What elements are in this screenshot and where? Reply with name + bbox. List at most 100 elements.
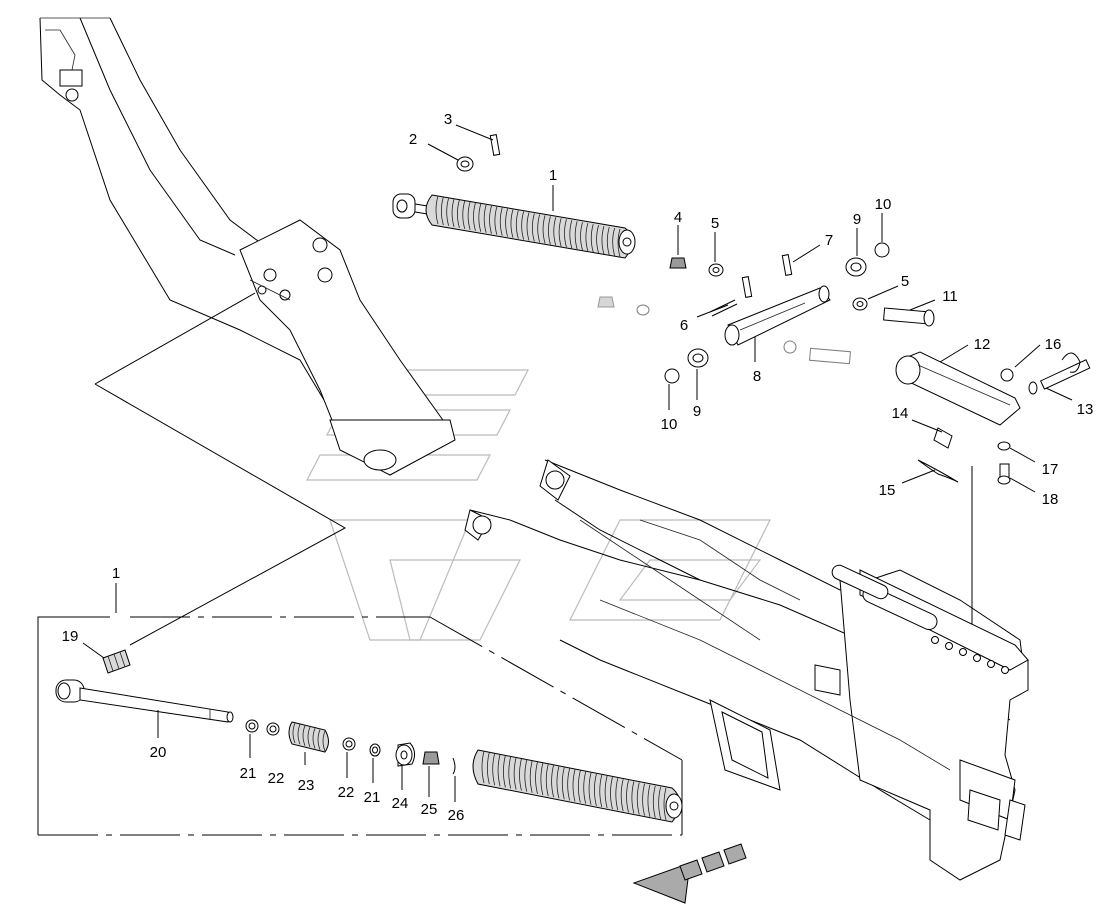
callout-5-upper: 5: [711, 215, 719, 232]
callout-3: 3: [444, 111, 452, 128]
spring-top: [392, 193, 636, 259]
spring-coil: [604, 775, 608, 809]
lower-main-frame: [464, 459, 1029, 881]
spring-coil: [322, 730, 326, 752]
spring-coil: [564, 219, 567, 248]
callout-16: 16: [1045, 336, 1062, 353]
spring-coil: [588, 772, 592, 805]
spring-coil: [620, 779, 624, 812]
frame-hole: [987, 660, 995, 668]
spring-coil: [585, 223, 589, 252]
frame-hole: [959, 648, 967, 656]
pivot-hardware: [456, 134, 935, 384]
spring-coil: [663, 787, 667, 821]
spring-coil: [601, 225, 605, 255]
spring-coil: [596, 225, 599, 254]
spring-coil: [292, 722, 296, 744]
callout-26: 26: [448, 807, 465, 824]
callout-10-lower: 10: [661, 416, 678, 433]
spring-coil: [446, 197, 450, 227]
spring-coil: [529, 760, 533, 793]
frame-hole: [931, 636, 939, 644]
spring-coil: [302, 725, 306, 746]
spring-coil: [594, 773, 597, 806]
callout-14: 14: [892, 405, 909, 422]
callout-1-top: 1: [549, 167, 557, 184]
spring-coil: [312, 728, 316, 749]
callout-5-lower: 5: [901, 273, 909, 290]
spring-coil: [519, 758, 522, 791]
spring-coil: [505, 208, 508, 237]
spring-coil: [535, 761, 538, 794]
callout-2: 2: [409, 131, 417, 148]
spring-coil: [626, 780, 629, 813]
spring-coil: [647, 784, 651, 817]
spring-coil: [473, 202, 476, 231]
spring-coil: [558, 218, 562, 247]
spring-coil: [642, 783, 645, 816]
callout-21-left: 21: [240, 765, 257, 782]
callout-1-detail: 1: [112, 565, 120, 582]
spring-coil: [572, 769, 576, 802]
spring-coil: [580, 222, 583, 251]
spring-coil: [486, 751, 490, 785]
spring-coil: [556, 766, 560, 799]
spring-coil: [652, 785, 656, 818]
callout-15: 15: [879, 482, 896, 499]
spring-coil: [574, 221, 578, 250]
callout-9-upper: 9: [853, 211, 861, 228]
spring-coil: [510, 209, 514, 238]
spring-coil: [483, 204, 487, 233]
spring-coil: [494, 206, 498, 235]
spring-coil: [606, 226, 610, 256]
direction-arrow: [632, 843, 747, 904]
spring-coil: [636, 782, 640, 815]
callout-25: 25: [421, 801, 438, 818]
frame-hole: [973, 654, 981, 662]
callout-23: 23: [298, 777, 315, 794]
callout-24: 24: [392, 795, 409, 812]
callout-12: 12: [974, 336, 991, 353]
spring-detail-parts: [55, 649, 683, 823]
callout-19: 19: [62, 628, 79, 645]
callout-labels: 1 2 3 4 5 5 6 7 8 9 9 10 10 11 12 13 14 …: [62, 111, 1094, 824]
spring-coil: [307, 726, 311, 748]
spring-coil: [537, 214, 541, 243]
spring-coil: [499, 207, 503, 236]
spring-coil: [478, 203, 482, 232]
leader-lines: [82, 124, 1073, 802]
callout-21-right: 21: [364, 789, 381, 806]
callout-4: 4: [674, 209, 682, 226]
spring-coil: [615, 778, 619, 811]
spring-detail-frame: [37, 292, 683, 836]
callout-20: 20: [150, 744, 167, 761]
spring-coil: [569, 220, 573, 249]
spring-coil: [658, 786, 662, 820]
callout-22-left: 22: [268, 770, 285, 787]
callout-13: 13: [1077, 401, 1094, 418]
callout-6: 6: [680, 317, 688, 334]
spring-coil: [503, 755, 506, 788]
spring-coil: [599, 774, 603, 808]
spring-coil: [610, 777, 613, 810]
spring-coil: [497, 754, 501, 787]
spring-coil: [521, 211, 525, 240]
spring-coil: [631, 781, 635, 814]
spring-coil: [577, 770, 581, 803]
spring-coil: [508, 756, 512, 789]
spring-coil: [440, 196, 444, 226]
spring-coil: [545, 763, 549, 797]
callout-9-lower: 9: [693, 403, 701, 420]
spring-coil: [524, 759, 528, 792]
spring-coil: [531, 213, 535, 242]
spring-coil: [551, 765, 554, 798]
spring-coil: [553, 217, 557, 246]
spring-coil: [515, 210, 519, 239]
spring-coil: [567, 768, 571, 801]
upper-frame-arm: [39, 17, 456, 476]
spring-coil: [297, 724, 301, 745]
spring-coil: [481, 750, 485, 784]
callout-17: 17: [1042, 461, 1059, 478]
callout-8: 8: [753, 368, 761, 385]
